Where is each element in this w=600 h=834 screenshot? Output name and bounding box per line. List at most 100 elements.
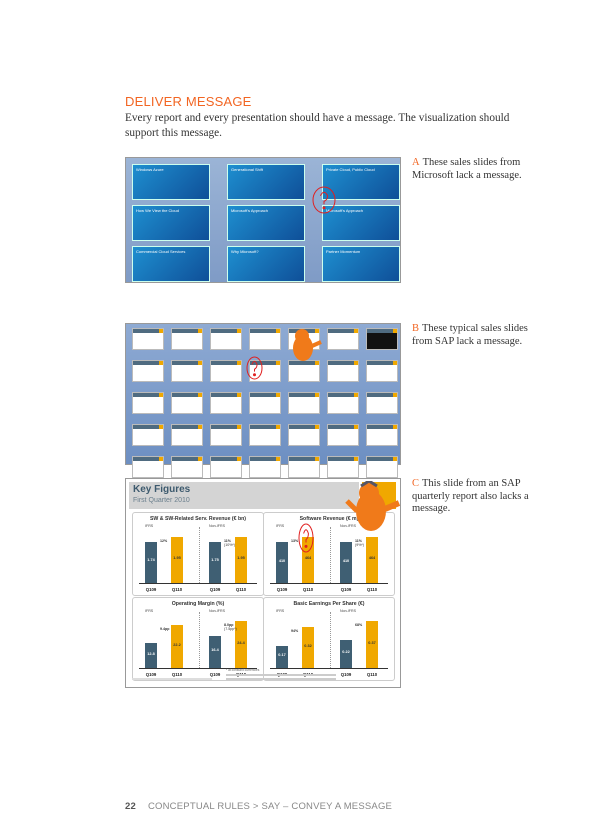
caption-text: These typical sales slides from SAP lack…: [412, 323, 528, 347]
slide-thumbnail: How We View the Cloud: [132, 205, 210, 241]
source-line: [132, 678, 212, 680]
slide-thumbnail: [288, 456, 320, 478]
panel-title: SW & SW-Related Serv. Revenue (€ bn): [149, 516, 247, 522]
bar-q109: [209, 541, 221, 583]
slide-thumbnail: [171, 360, 203, 382]
footnote-line: [226, 678, 336, 680]
x-label: Q110: [366, 672, 378, 677]
caption-text: These sales slides from Microsoft lack a…: [412, 157, 522, 181]
slide-title: Commercial Cloud Services: [136, 249, 186, 254]
bar-value: 1.74: [147, 558, 155, 563]
page-number: 22: [125, 801, 136, 812]
slide-thumbnail: [366, 328, 398, 350]
caption-letter: A: [412, 157, 420, 168]
group-label: IFRS: [276, 609, 285, 613]
x-label: Q109: [209, 587, 221, 592]
group-label: Non-IFRS: [340, 524, 356, 528]
group-divider: [330, 612, 331, 668]
slide-thumbnail: [132, 392, 164, 414]
mascot-icon: [293, 329, 322, 361]
bar-q109: [340, 542, 352, 583]
slide-thumbnail: [132, 328, 164, 350]
panel-title: Operating Margin (%): [171, 601, 225, 607]
slide-thumbnail: [327, 424, 359, 446]
caption-letter: B: [412, 323, 420, 334]
slide-title: Key Figures: [133, 484, 191, 495]
bar-value: 22.2: [173, 642, 181, 647]
slide-thumbnail: [366, 360, 398, 382]
x-label: Q110: [171, 672, 183, 677]
bar-q109: [145, 541, 157, 583]
question-mark-annotation-icon: [298, 523, 314, 553]
footnote-line: [226, 674, 336, 676]
bar-value: 0.37: [368, 640, 376, 645]
slide-thumbnail: [366, 424, 398, 446]
bar-value: 464: [368, 555, 376, 560]
x-label: Q110: [366, 587, 378, 592]
slide-subtitle: First Quarter 2010: [133, 497, 190, 504]
group-divider: [199, 527, 200, 583]
slide-thumbnail: Generational Shift: [227, 164, 305, 200]
x-axis: [139, 583, 257, 584]
change-note: (10%*): [224, 542, 235, 547]
slide-thumbnail: [288, 392, 320, 414]
slide-thumbnail: Partner Momentum: [322, 246, 400, 282]
panel-title: Basic Earnings Per Share (€): [293, 601, 365, 607]
question-mark-annotation-icon: [246, 356, 263, 380]
slide-thumbnail: [171, 456, 203, 478]
slide-title: How We View the Cloud: [136, 208, 179, 213]
slide-thumbnail: Commercial Cloud Services: [132, 246, 210, 282]
key-figure-panel: SW & SW-Related Serv. Revenue (€ bn) IFRS…: [132, 512, 264, 596]
x-label: Q110: [171, 587, 183, 592]
bar-value: 464: [304, 555, 312, 560]
caption-text: This slide from an SAP quarterly report …: [412, 478, 529, 514]
change-label: 68%: [355, 623, 363, 628]
slide-header: Key Figures First Quarter 2010: [129, 482, 359, 509]
slide-thumbnail: Windows Azure: [132, 164, 210, 200]
slide-thumbnail: [249, 392, 281, 414]
bar-value: 1.95: [237, 555, 245, 560]
x-label: Q109: [145, 587, 157, 592]
change-label: 13%: [291, 538, 299, 543]
slide-thumbnail: [366, 456, 398, 478]
slide-thumbnail: [171, 392, 203, 414]
bar-value: 16.4: [211, 648, 219, 653]
bar-value: 1.95: [173, 555, 181, 560]
group-divider: [199, 612, 200, 668]
bar-value: 0.32: [304, 643, 312, 648]
change-label: 12%: [160, 538, 168, 543]
slide-thumbnail: [210, 456, 242, 478]
slide-title: Microsoft's Approach: [231, 208, 269, 213]
slide-thumbnail: [132, 424, 164, 446]
x-label: Q109: [209, 672, 221, 677]
bar-q110: [171, 625, 183, 668]
group-label: IFRS: [145, 524, 154, 528]
slide-thumbnail: Microsoft's Approach: [322, 205, 400, 241]
slide-thumbnail: [210, 392, 242, 414]
bar-q109: [145, 643, 157, 668]
slide-thumbnail: [132, 360, 164, 382]
slide-thumbnail: [249, 456, 281, 478]
x-axis: [270, 668, 388, 669]
group-label: Non-IFRS: [209, 524, 225, 528]
bar-q110: [302, 627, 314, 668]
slide-thumbnail: [327, 360, 359, 382]
slide-thumbnail: [327, 392, 359, 414]
bar-q109: [276, 542, 288, 583]
x-axis: [139, 668, 257, 669]
slide-thumbnail: [366, 392, 398, 414]
bar-q109: [276, 646, 288, 668]
change-label: 9.4pp: [160, 627, 170, 632]
bar-value: 12.8: [147, 651, 155, 656]
slide-thumbnail: [210, 328, 242, 350]
section-heading: DELIVER MESSAGE: [125, 94, 252, 109]
slide-title: Partner Momentum: [326, 249, 361, 254]
footnote: * at constant currencies: [226, 668, 260, 672]
figure-b-sap-slides: [125, 323, 401, 478]
slide-thumbnail: [327, 456, 359, 478]
bar-value: 0.22: [342, 650, 350, 655]
